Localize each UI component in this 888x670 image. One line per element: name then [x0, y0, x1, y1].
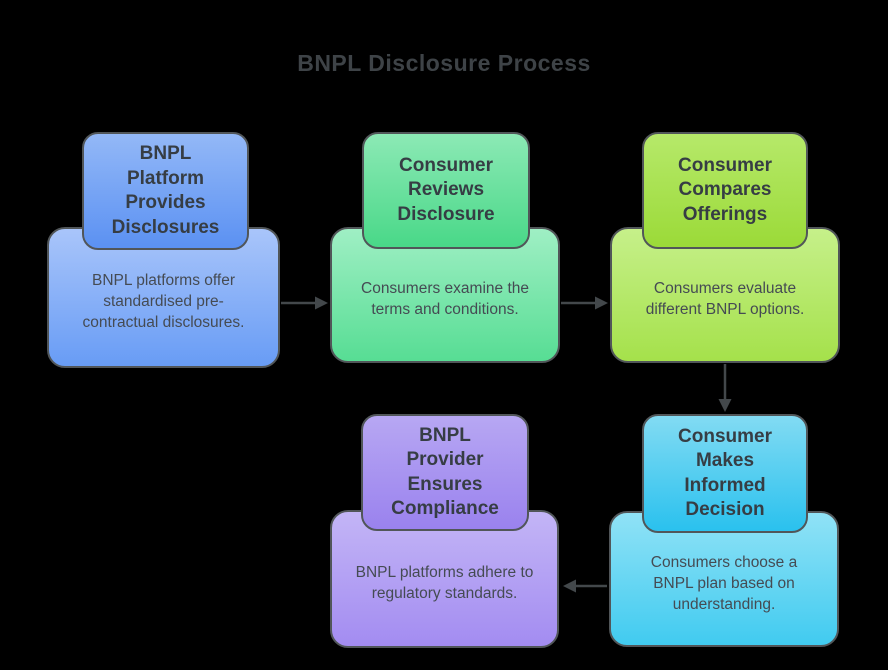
node-description: Consumers evaluate different BNPL option… — [645, 280, 805, 318]
node-provides-disclosures-header: BNPL Platform Provides Disclosures — [82, 132, 249, 250]
node-title: Consumer Makes Informed Decision — [678, 425, 772, 521]
node-title: Consumer Compares Offerings — [678, 154, 772, 225]
connector-provides-to-reviews — [281, 296, 328, 310]
node-title: Consumer Reviews Disclosure — [397, 154, 495, 225]
page-title: BNPL Disclosure Process — [297, 50, 591, 76]
node-informed-decision-body: Consumers choose a BNPL plan based on un… — [609, 511, 839, 647]
node-description: BNPL platforms offer standardised pre-co… — [82, 272, 245, 331]
node-title: BNPL Platform Provides Disclosures — [111, 143, 220, 238]
node-compares-offerings-header: Consumer Compares Offerings — [642, 132, 808, 249]
arrow-down-icon — [718, 399, 732, 412]
node-title: BNPL Provider Ensures Compliance — [391, 424, 499, 520]
node-description: BNPL platforms adhere to regulatory stan… — [355, 564, 534, 602]
connector-compares-to-decision — [718, 364, 732, 412]
node-reviews-disclosure-header: Consumer Reviews Disclosure — [362, 132, 530, 249]
node-ensures-compliance-header: BNPL Provider Ensures Compliance — [361, 414, 529, 531]
arrow-right-icon — [595, 296, 608, 310]
arrow-right-icon — [315, 296, 328, 310]
connector-reviews-to-compares — [561, 296, 608, 310]
node-ensures-compliance-body: BNPL platforms adhere to regulatory stan… — [330, 510, 559, 648]
node-description: Consumers choose a BNPL plan based on un… — [650, 553, 798, 613]
node-description: Consumers examine the terms and conditio… — [361, 280, 529, 318]
node-reviews-disclosure-body: Consumers examine the terms and conditio… — [330, 227, 560, 363]
arrow-left-icon — [563, 579, 576, 593]
node-compares-offerings-body: Consumers evaluate different BNPL option… — [610, 227, 840, 363]
connector-decision-to-compliance — [563, 579, 607, 593]
node-informed-decision-header: Consumer Makes Informed Decision — [642, 414, 808, 533]
